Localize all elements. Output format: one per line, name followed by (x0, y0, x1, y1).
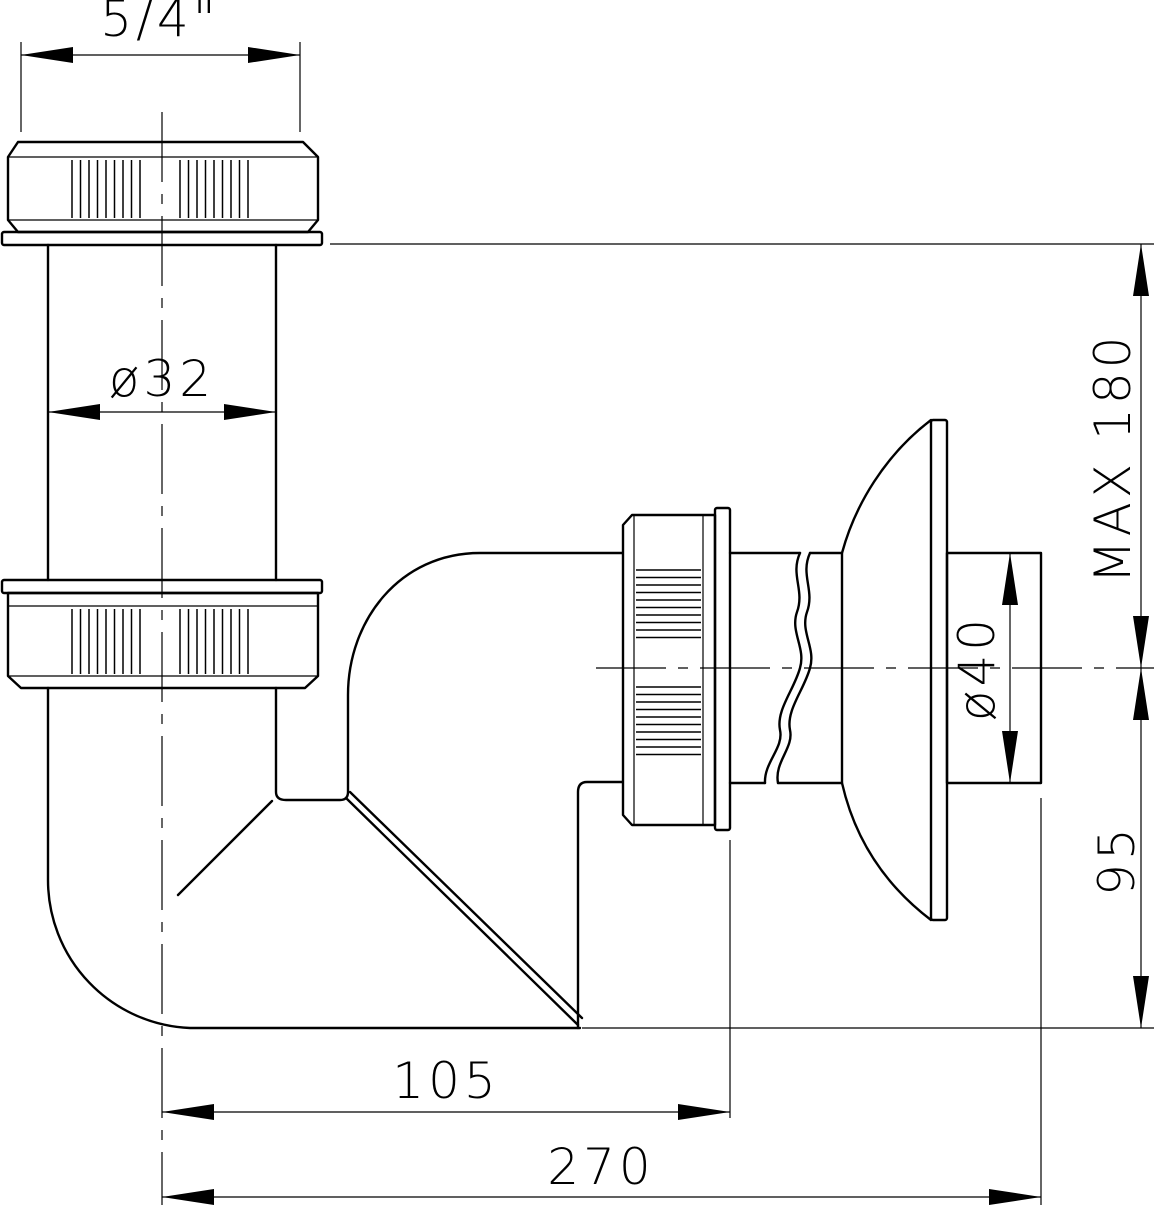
dimension-label-offset-total: 270 (547, 1138, 654, 1196)
dimension-outlet-height: 95 (1088, 668, 1149, 1028)
dimension-label-inlet-diameter: ø32 (109, 350, 215, 408)
dimension-thread: 5/4" (21, 0, 300, 63)
siphon-body (46, 551, 624, 1030)
dimension-outlet-diameter: ø40 (948, 553, 1018, 783)
dimension-label-max-height: MAX 180 (1084, 333, 1142, 584)
lower-nut-ribs (71, 609, 249, 674)
outlet-nut-ribs (636, 569, 701, 756)
wall-rosette (840, 418, 1043, 922)
dimension-label-offset-short: 105 (392, 1052, 499, 1110)
outlet-nut (621, 506, 732, 832)
dimension-label-inlet-thread: 5/4" (100, 0, 219, 48)
dimension-inlet-diameter: ø32 (48, 350, 276, 420)
upper-nut-ribs (71, 160, 249, 218)
upper-nut (0, 140, 324, 247)
center-lines (161, 112, 1154, 1205)
dimension-label-outlet-height: 95 (1088, 824, 1146, 896)
dimension-max-height: MAX 180 (1084, 244, 1149, 668)
dimension-offset-total: 270 (162, 1138, 1041, 1205)
extension-lines (20, 42, 1154, 1205)
dimension-offset-short: 105 (162, 1052, 730, 1120)
dimension-label-outlet-diameter: ø40 (948, 615, 1006, 721)
